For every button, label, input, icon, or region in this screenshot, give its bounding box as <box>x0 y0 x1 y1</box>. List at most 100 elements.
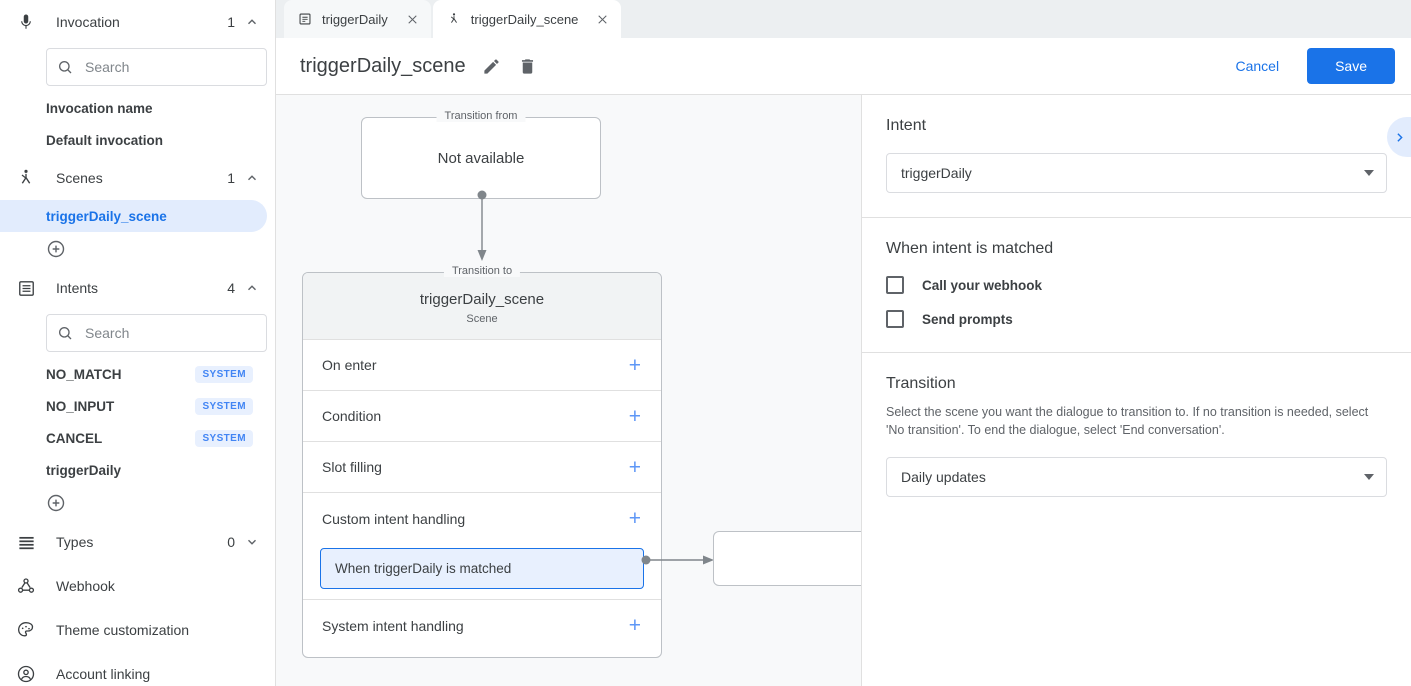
intents-search-input[interactable] <box>83 324 256 342</box>
scene-row-condition[interactable]: Condition + <box>303 391 661 442</box>
sidebar-item-label: Theme customization <box>56 622 190 638</box>
left-sidebar: Invocation 1 Invocation name Default inv… <box>0 0 276 686</box>
sidebar-item-account-linking[interactable]: Account linking <box>0 652 275 686</box>
chevron-up-icon <box>245 171 259 185</box>
sidebar-section-label: Types <box>56 534 94 550</box>
transition-select[interactable]: Daily updates <box>886 457 1387 498</box>
checkbox-send-prompts[interactable] <box>886 310 904 328</box>
status-badge: SYSTEM <box>195 397 253 415</box>
invocation-search-input[interactable] <box>83 58 256 76</box>
sidebar-item-label: CANCEL <box>46 430 103 446</box>
palette-icon <box>14 618 38 642</box>
save-button[interactable]: Save <box>1307 48 1395 84</box>
sidebar-item-triggerdaily[interactable]: triggerDaily <box>0 454 267 486</box>
add-scene-icon[interactable] <box>46 239 66 259</box>
transition-select-value: Daily updates <box>901 469 986 486</box>
scene-canvas[interactable]: Transition from Not available Transition… <box>276 95 862 686</box>
sidebar-item-label: Invocation name <box>46 100 153 116</box>
tab-bar: triggerDaily triggerDaily_scene <box>276 0 1411 38</box>
transition-from-node[interactable]: Transition from Not available <box>361 110 601 199</box>
add-slot-filling-icon[interactable]: + <box>628 455 641 479</box>
sidebar-section-scenes[interactable]: Scenes 1 <box>0 156 275 200</box>
intent-select[interactable]: triggerDaily <box>886 153 1387 193</box>
sidebar-item-invocation-name[interactable]: Invocation name <box>0 92 267 124</box>
intents-search-box[interactable] <box>46 314 267 352</box>
add-intent-icon[interactable] <box>46 493 66 513</box>
checkbox-call-your-webhook[interactable] <box>886 276 904 294</box>
add-system-intent-icon[interactable]: + <box>628 614 641 637</box>
sidebar-section-intents[interactable]: Intents 4 <box>0 266 275 310</box>
cancel-button[interactable]: Cancel <box>1223 50 1291 82</box>
checkbox-row-send-prompts[interactable]: Send prompts <box>886 310 1387 328</box>
page-title: triggerDaily_scene <box>300 54 466 77</box>
sidebar-section-label: Invocation <box>56 14 120 30</box>
tab-label: triggerDaily <box>322 11 388 27</box>
intent-select-value: triggerDaily <box>901 165 972 181</box>
sidebar-item-label: triggerDaily_scene <box>46 208 167 224</box>
scene-row-system-intent-handling[interactable]: System intent handling + <box>303 600 661 651</box>
search-icon <box>57 59 73 75</box>
connector-from-to-scene <box>477 190 487 261</box>
transition-from-text: Not available <box>437 149 525 167</box>
sidebar-section-types[interactable]: Types 0 <box>0 520 275 564</box>
sidebar-item-cancel[interactable]: CANCEL SYSTEM <box>0 422 267 454</box>
transition-section: Transition Select the scene you want the… <box>862 353 1411 521</box>
status-badge: SYSTEM <box>195 365 253 383</box>
invocation-search-box[interactable] <box>46 48 267 86</box>
close-icon[interactable] <box>406 13 419 26</box>
scene-row-slot-filling[interactable]: Slot filling + <box>303 442 661 493</box>
checkbox-label: Send prompts <box>922 311 1013 327</box>
sidebar-item-label: triggerDaily <box>46 462 122 478</box>
connector-chip-to-target <box>641 555 714 565</box>
add-on-enter-icon[interactable]: + <box>628 353 641 377</box>
scene-row-custom-intent-handling[interactable]: Custom intent handling + <box>303 493 661 544</box>
pencil-icon[interactable] <box>480 54 504 78</box>
tab-triggerdaily-scene[interactable]: triggerDaily_scene <box>432 0 622 38</box>
sidebar-item-triggerdaily-scene[interactable]: triggerDaily_scene <box>0 200 267 232</box>
intents-list-icon <box>14 276 38 300</box>
main-area: triggerDaily triggerDaily_scene triggerD… <box>276 0 1411 686</box>
sidebar-section-label: Scenes <box>56 170 103 186</box>
page-header: triggerDaily_scene Cancel Save <box>276 38 1411 95</box>
sidebar-item-webhook[interactable]: Webhook <box>0 564 275 608</box>
sidebar-item-no-input[interactable]: NO_INPUT SYSTEM <box>0 390 267 422</box>
status-badge: SYSTEM <box>195 429 253 447</box>
sidebar-item-default-invocation[interactable]: Default invocation <box>0 124 267 156</box>
scene-node-subtitle: Scene <box>466 313 498 325</box>
sidebar-item-no-match[interactable]: NO_MATCH SYSTEM <box>0 358 267 390</box>
tab-triggerdaily[interactable]: triggerDaily <box>284 0 431 38</box>
trash-icon[interactable] <box>516 54 540 78</box>
scene-node[interactable]: Transition to triggerDaily_scene Scene O… <box>302 265 662 658</box>
sidebar-item-label: Webhook <box>56 578 115 594</box>
sidebar-section-count: 1 <box>227 14 235 30</box>
sidebar-item-label: NO_MATCH <box>46 366 122 382</box>
chevron-up-icon <box>245 281 259 295</box>
node-legend: Transition from <box>436 110 526 122</box>
scene-row-on-enter[interactable]: On enter + <box>303 340 661 391</box>
add-condition-icon[interactable]: + <box>628 404 641 428</box>
scene-row-label: System intent handling <box>322 617 464 634</box>
sidebar-item-label: Default invocation <box>46 132 164 148</box>
sidebar-section-label: Intents <box>56 280 99 296</box>
sidebar-item-theme-customization[interactable]: Theme customization <box>0 608 275 652</box>
transition-target-node[interactable]: Tr Dail <box>713 531 861 586</box>
chevron-down-icon <box>245 535 259 549</box>
scene-branch-icon <box>14 166 38 190</box>
close-icon[interactable] <box>596 13 609 26</box>
custom-intent-chip-wrap: When triggerDaily is matched <box>303 544 661 600</box>
transition-heading: Transition <box>886 375 956 392</box>
microphone-icon <box>14 10 38 34</box>
search-icon <box>57 325 73 341</box>
chevron-down-icon <box>1364 474 1374 481</box>
when-intent-matched-section: When intent is matched Call your webhook… <box>862 218 1411 353</box>
add-custom-intent-icon[interactable]: + <box>628 507 641 530</box>
sidebar-section-count: 4 <box>227 280 235 296</box>
sidebar-section-invocation[interactable]: Invocation 1 <box>0 0 275 44</box>
intents-search-wrap <box>0 310 275 358</box>
intent-handler-chip[interactable]: When triggerDaily is matched <box>320 548 644 589</box>
scene-row-label: Condition <box>322 408 382 424</box>
right-panel: Intent triggerDaily When intent is match… <box>862 95 1411 686</box>
types-lines-icon <box>14 530 38 554</box>
scene-row-label: On enter <box>322 357 377 373</box>
checkbox-row-call-your-webhook[interactable]: Call your webhook <box>886 276 1387 294</box>
